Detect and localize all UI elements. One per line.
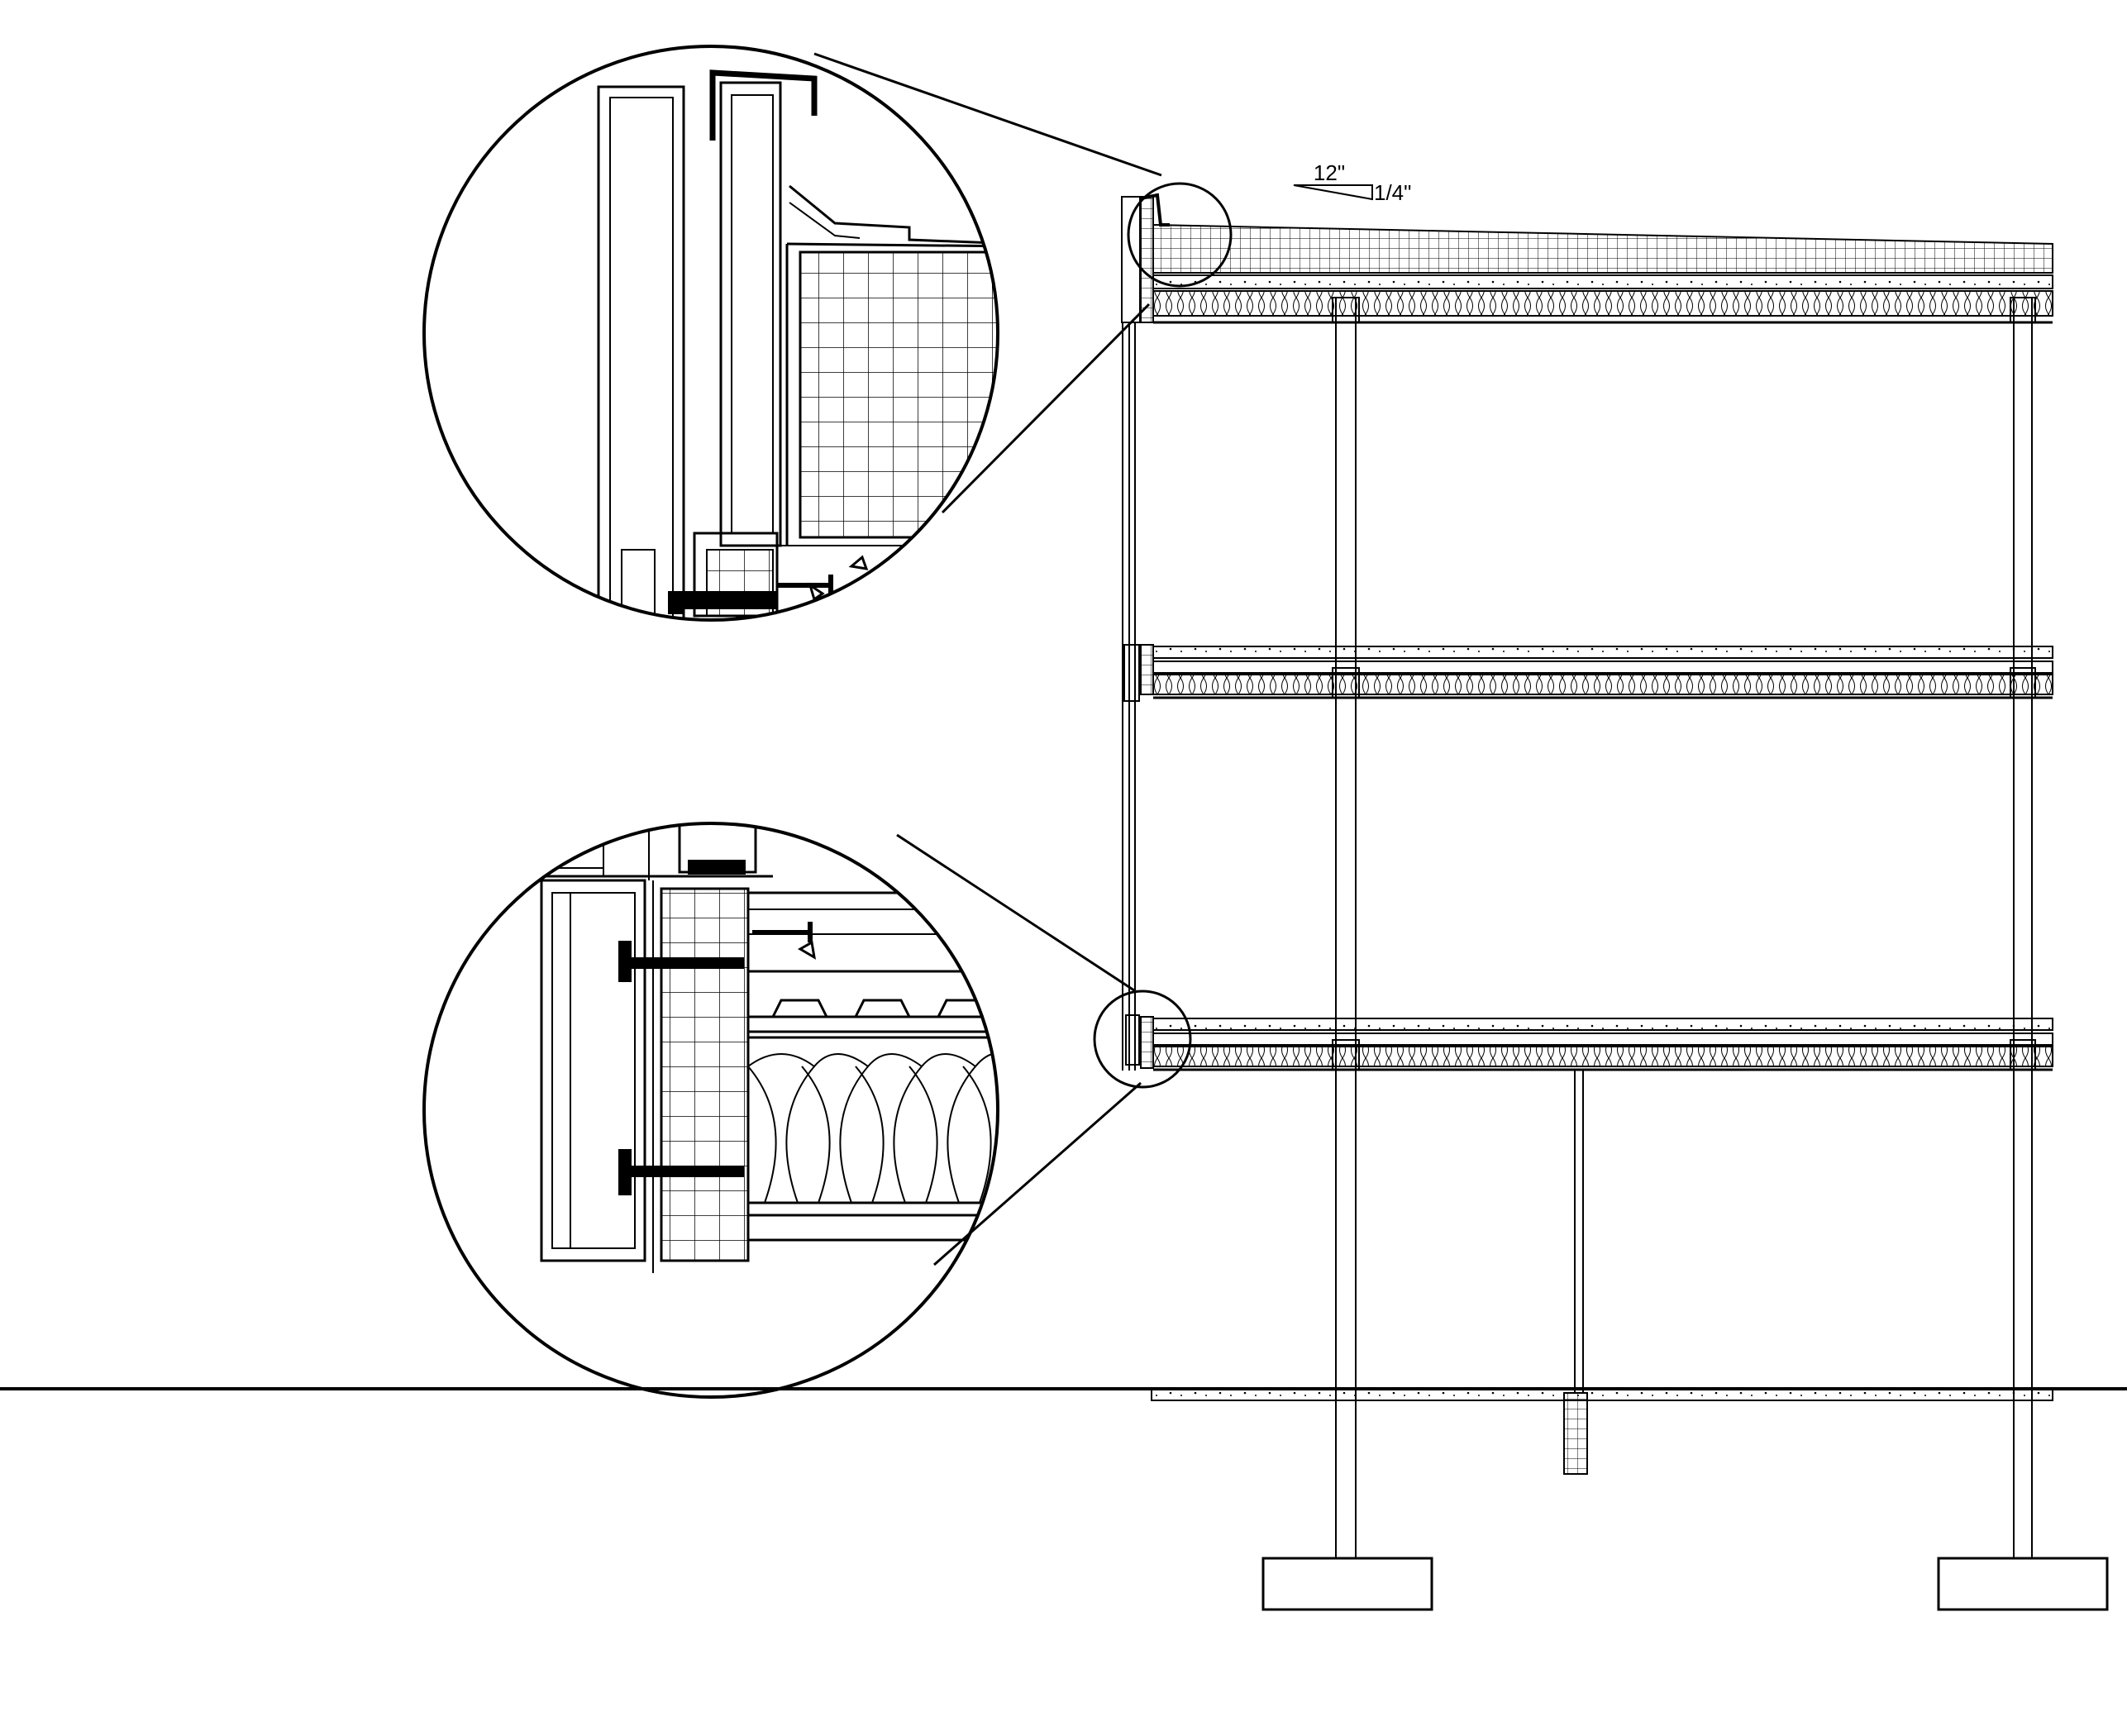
floor-slab-upper (1152, 646, 2053, 699)
parapet-detail (422, 45, 999, 622)
callout-slab-edge (1093, 990, 1192, 1089)
ground-slab (1151, 1388, 2053, 1401)
parapet-cap (1140, 193, 1170, 227)
footing-right (1937, 1557, 2109, 1611)
floor-slab-edge-detail (422, 822, 999, 1399)
column-left (1332, 297, 1360, 1558)
roof-deck (1152, 290, 2053, 317)
floor-slab-lower (1152, 1018, 2053, 1071)
slope-triangle (1293, 184, 1373, 201)
column-right (2010, 297, 2036, 1558)
slope-run-label: 12" (1314, 160, 1345, 185)
curtain-wall (1121, 196, 1154, 1071)
roof-insulation (1152, 223, 2053, 274)
interior-column (1563, 1070, 1588, 1475)
roof-slab (1152, 274, 2053, 289)
footing-left (1261, 1557, 1433, 1611)
callout-parapet (1127, 182, 1233, 288)
slope-rise-label: 1/4" (1374, 180, 1411, 205)
